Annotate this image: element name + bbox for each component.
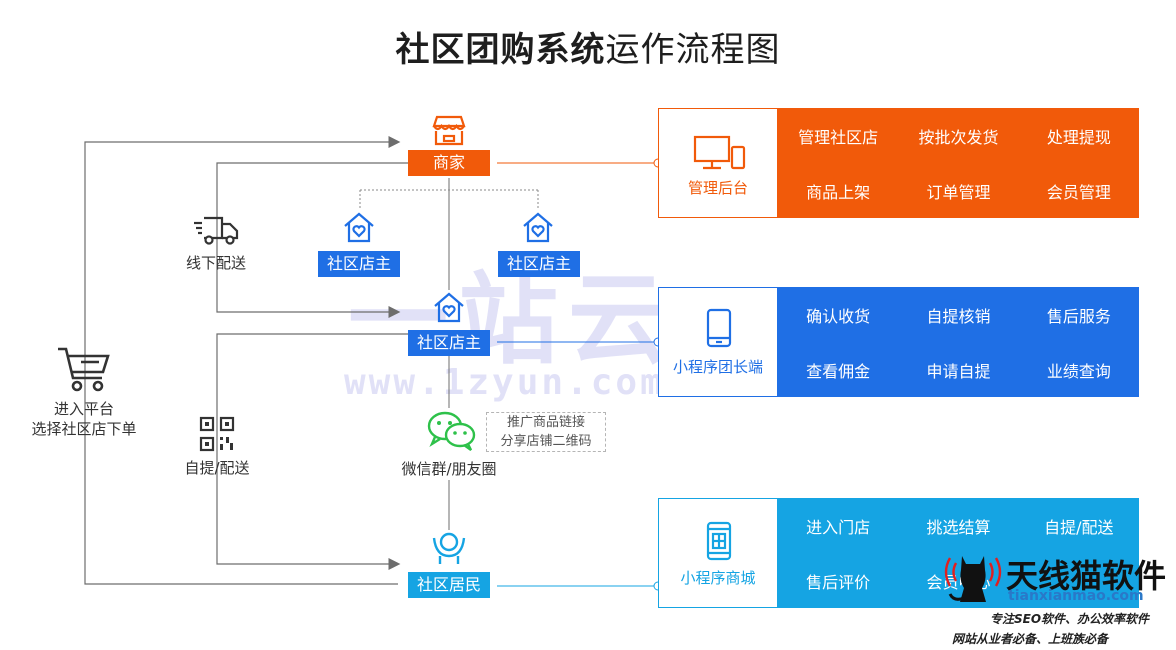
resident-node: 社区居民 [408,572,490,598]
admin-feature: 管理社区店 [798,127,879,147]
brand-slogan-2: 网站从业者必备、上班族必备 [952,632,1109,646]
brand-domain: tianxianmao.com [1008,588,1144,604]
watermark-url: www.1zyun.com [344,362,665,403]
leader-app-feature: 业绩查询 [1046,361,1111,381]
admin-panel-title: 管理后台 [687,179,748,197]
leader-app-feature: 查看佣金 [806,361,871,381]
admin-feature: 按批次发货 [918,127,999,147]
phone-icon [706,521,732,565]
pickup-delivery-label: 自提/配送 [184,459,250,477]
leader-app-feature: 确认收货 [806,306,871,326]
mall-app-feature: 售后评价 [806,572,871,592]
admin-panel-side: 管理后台 [658,108,778,218]
brand-name: 天线猫软件 [1006,557,1167,595]
leader-node-left: 社区店主 [318,251,400,277]
resident-icon [430,530,468,570]
enter-platform-line-1: 进入平台 [53,400,114,418]
mall-app-panel-grid: 进入门店 挑选结算 自提/配送 售后评价 会员中心 [778,498,1139,608]
page-title: 社区团购系统运作流程图 [395,30,781,70]
mall-app-panel-title: 小程序商城 [680,569,756,587]
leader-app-feature: 自提核销 [926,306,991,326]
wechat-label: 微信群/朋友圈 [401,460,497,478]
house-heart-icon [521,210,555,248]
cart-icon [56,344,112,398]
mall-app-feature: 进入门店 [806,517,871,537]
cat-logo-icon [940,548,1006,608]
house-heart-icon [342,210,376,248]
wechat-icon [426,410,478,456]
phone-icon [706,308,732,352]
admin-feature: 处理提现 [1046,127,1111,147]
leader-app-panel: 小程序团长端 确认收货 自提核销 售后服务 查看佣金 申请自提 业绩查询 [658,287,1139,397]
leader-app-feature: 申请自提 [926,361,991,381]
watermark-text: 一站云 [348,261,678,378]
leader-app-panel-title: 小程序团长端 [672,358,763,376]
leader-app-feature: 售后服务 [1046,306,1111,326]
leader-node-center: 社区店主 [408,330,490,356]
admin-feature: 会员管理 [1046,182,1111,202]
leader-app-panel-side: 小程序团长端 [658,287,778,397]
monitor-icon [693,135,747,175]
truck-icon [192,212,240,252]
mall-app-feature: 自提/配送 [1044,517,1114,537]
mall-app-panel-side: 小程序商城 [658,498,778,608]
admin-panel-grid: 管理社区店 按批次发货 处理提现 商品上架 订单管理 会员管理 [778,108,1139,218]
shop-icon [432,113,466,151]
promo-note: 推广商品链接 分享店铺二维码 [486,412,606,452]
admin-feature: 订单管理 [926,182,991,202]
promo-line-2: 分享店铺二维码 [500,434,592,449]
enter-platform-label: 进入平台 选择社区店下单 [22,399,146,439]
merchant-node: 商家 [408,150,490,176]
offline-delivery-label: 线下配送 [185,254,246,272]
mall-app-feature: 挑选结算 [926,517,991,537]
leader-app-panel-grid: 确认收货 自提核销 售后服务 查看佣金 申请自提 业绩查询 [778,287,1139,397]
leader-node-right: 社区店主 [498,251,580,277]
admin-feature: 商品上架 [806,182,871,202]
promo-line-1: 推广商品链接 [506,415,585,430]
mall-app-panel: 小程序商城 进入门店 挑选结算 自提/配送 售后评价 会员中心 [658,498,1139,608]
brand-slogan-1: 专注SEO软件、办公效率软件 [990,612,1150,626]
enter-platform-line-2: 选择社区店下单 [31,420,137,438]
admin-panel: 管理后台 管理社区店 按批次发货 处理提现 商品上架 订单管理 会员管理 [658,108,1139,218]
house-heart-icon [432,290,466,328]
qr-code-icon [199,416,235,456]
